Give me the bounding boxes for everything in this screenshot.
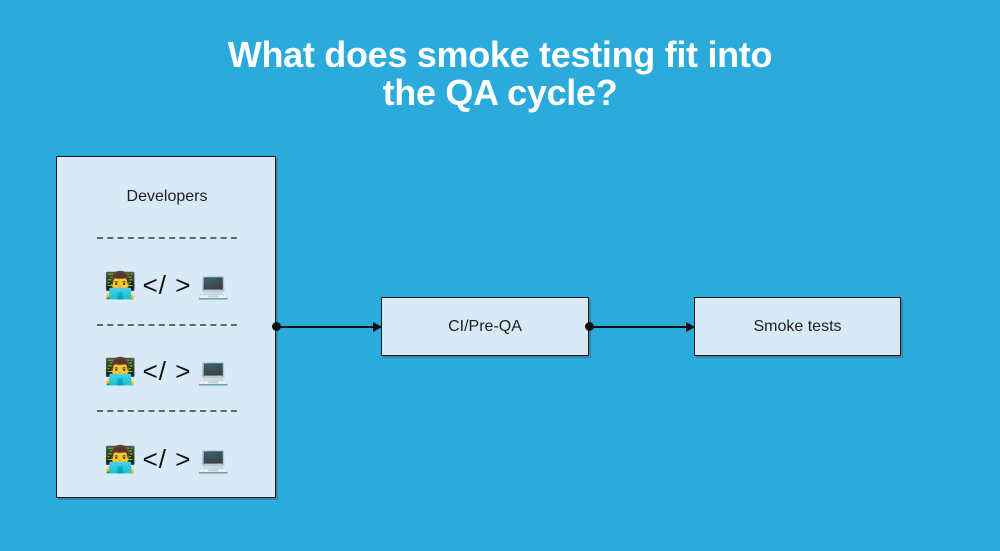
laptop-icon: 💻 xyxy=(197,270,230,300)
page-title: What does smoke testing fit into the QA … xyxy=(227,34,773,113)
code-tag-label: </ > xyxy=(142,444,192,474)
developers-node: Developers 👨‍💻 </ > 💻 👨‍💻 </ > 💻 👨‍💻 </ … xyxy=(56,156,276,498)
developers-label: Developers xyxy=(126,188,208,205)
technologist-icon: 👨‍💻 xyxy=(104,270,137,300)
technologist-icon: 👨‍💻 xyxy=(104,356,137,386)
developer-row-1: 👨‍💻 </ > 💻 xyxy=(57,263,277,307)
developer-row-3: 👨‍💻 </ > 💻 xyxy=(57,437,277,481)
developers-divider-1 xyxy=(97,237,237,239)
connector-ci-to-smoke xyxy=(589,326,694,328)
arrowhead-to-ci xyxy=(373,322,382,332)
developers-divider-3 xyxy=(97,410,237,412)
smoke-tests-node: Smoke tests xyxy=(694,297,901,356)
smoke-tests-label: Smoke tests xyxy=(753,317,842,335)
connector-developers-to-ci xyxy=(276,326,381,328)
arrowhead-to-smoke xyxy=(686,322,695,332)
developer-row-2: 👨‍💻 </ > 💻 xyxy=(57,349,277,393)
technologist-icon: 👨‍💻 xyxy=(104,444,137,474)
ci-pre-qa-label: CI/Pre-QA xyxy=(448,317,522,335)
developers-divider-2 xyxy=(97,324,237,326)
code-tag-label: </ > xyxy=(142,270,192,300)
laptop-icon: 💻 xyxy=(197,356,230,386)
ci-pre-qa-node: CI/Pre-QA xyxy=(381,297,589,356)
laptop-icon: 💻 xyxy=(197,444,230,474)
code-tag-label: </ > xyxy=(142,356,192,386)
